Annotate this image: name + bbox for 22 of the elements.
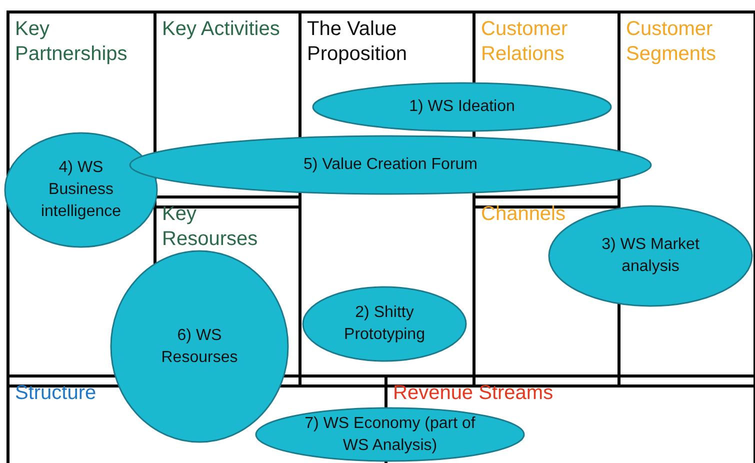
workshop-ellipse xyxy=(110,250,289,443)
ellipse-label: 2) Shitty Prototyping xyxy=(343,303,426,345)
cell-heading: Channels xyxy=(481,202,567,227)
cell-heading: Key Resourses xyxy=(162,202,259,252)
ellipse-label: 4) WS Business intelligence xyxy=(40,158,122,222)
workshop-ellipse xyxy=(302,286,467,362)
ellipse-label: 3) WS Market analysis xyxy=(600,235,700,277)
cell-heading: Key Partnerships xyxy=(15,17,128,67)
cell-heading: Customer Relations xyxy=(481,17,569,67)
workshop-ellipse xyxy=(312,82,612,132)
workshop-ellipse xyxy=(129,135,652,195)
cell-heading: Customer Segments xyxy=(626,17,718,67)
cell-heading: Revenue Streams xyxy=(393,381,554,406)
workshop-ellipse xyxy=(255,407,525,462)
ellipse-label: 7) WS Economy (part of WS Analysis) xyxy=(304,414,476,456)
ellipse-label: 1) WS Ideation xyxy=(408,97,516,117)
ellipse-label: 5) Value Creation Forum xyxy=(302,155,478,175)
cell-heading: Key Activities xyxy=(162,17,281,42)
workshop-ellipse xyxy=(4,132,158,248)
cell-heading: The Value Proposition xyxy=(307,17,408,67)
ellipse-label: 6) WS Resourses xyxy=(160,326,239,368)
cell-heading: Structure xyxy=(15,381,98,406)
